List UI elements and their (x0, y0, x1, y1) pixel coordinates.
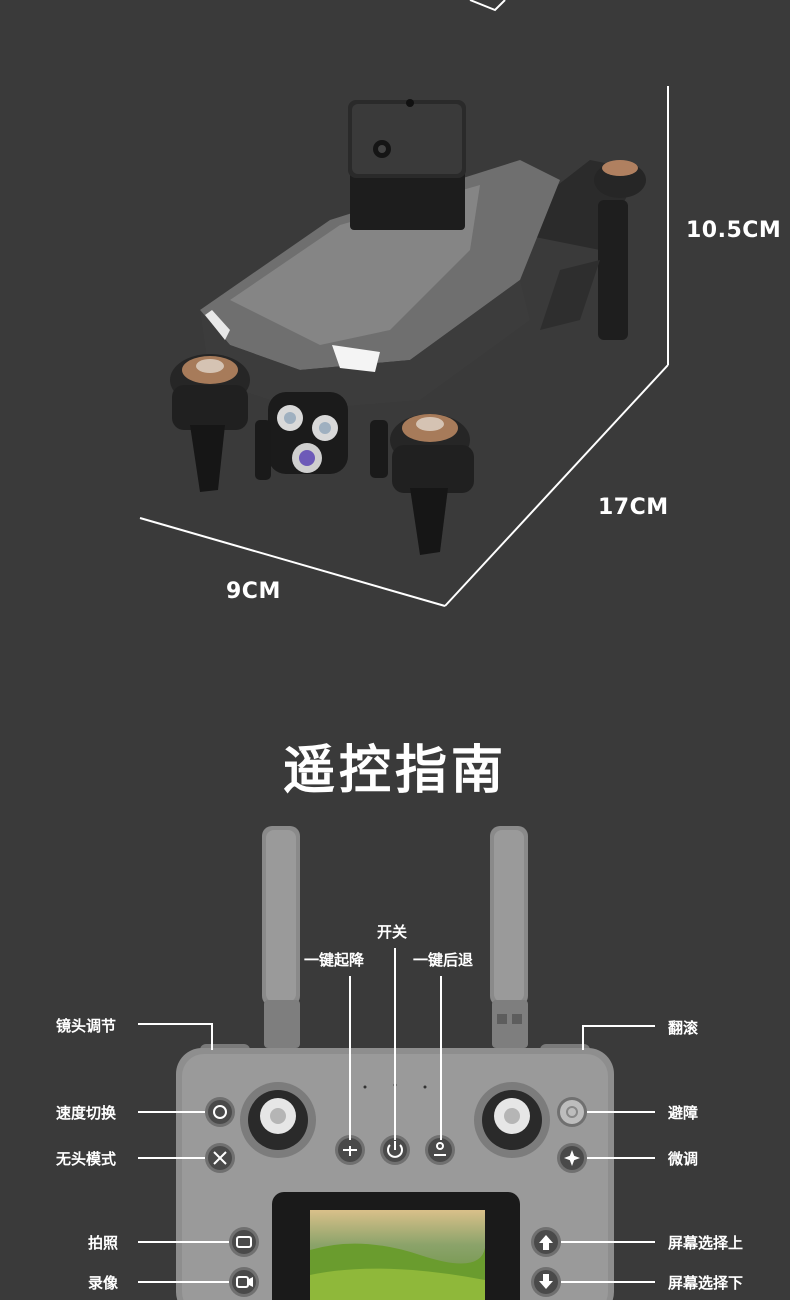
label-one-key-return: 一键后退 (413, 951, 474, 969)
width-dimension-line (139, 517, 446, 607)
callout-lines (138, 948, 655, 1283)
label-photo: 拍照 (88, 1234, 119, 1252)
drone-illustration (170, 99, 646, 555)
arrow-down-icon (539, 1274, 553, 1289)
label-screen-up: 屏幕选择上 (668, 1234, 744, 1252)
arrow-up-icon (539, 1235, 553, 1250)
height-dimension-label: 10.5CM (686, 218, 782, 243)
speed-icon (213, 1105, 227, 1119)
label-power: 开关 (377, 923, 408, 941)
top-frame-fragment (469, 0, 506, 12)
label-video: 录像 (88, 1274, 119, 1292)
video-icon (236, 1276, 249, 1288)
label-flip: 翻滚 (668, 1019, 699, 1037)
headless-icon (213, 1151, 227, 1165)
obstacle-icon (566, 1106, 578, 1118)
width-dimension-label: 9CM (226, 579, 281, 604)
return-icon (436, 1142, 444, 1150)
label-headless-mode: 无头模式 (56, 1150, 117, 1168)
power-icon (387, 1144, 403, 1158)
section-title: 遥控指南 (282, 741, 507, 801)
length-dimension-label: 17CM (598, 495, 669, 520)
label-lens-adjust: 镜头调节 (56, 1017, 117, 1035)
label-trim: 微调 (668, 1150, 699, 1168)
label-speed-switch: 速度切换 (56, 1104, 117, 1122)
length-dimension-line (444, 364, 669, 607)
camera-icon (236, 1236, 252, 1248)
drone-takeoff-icon (343, 1146, 357, 1156)
label-one-key-takeoff-land: 一键起降 (304, 951, 365, 969)
trim-icon (564, 1150, 580, 1166)
label-screen-down: 屏幕选择下 (668, 1274, 744, 1292)
remote-controller (176, 826, 614, 1300)
label-obstacle-avoid: 避障 (668, 1104, 699, 1122)
